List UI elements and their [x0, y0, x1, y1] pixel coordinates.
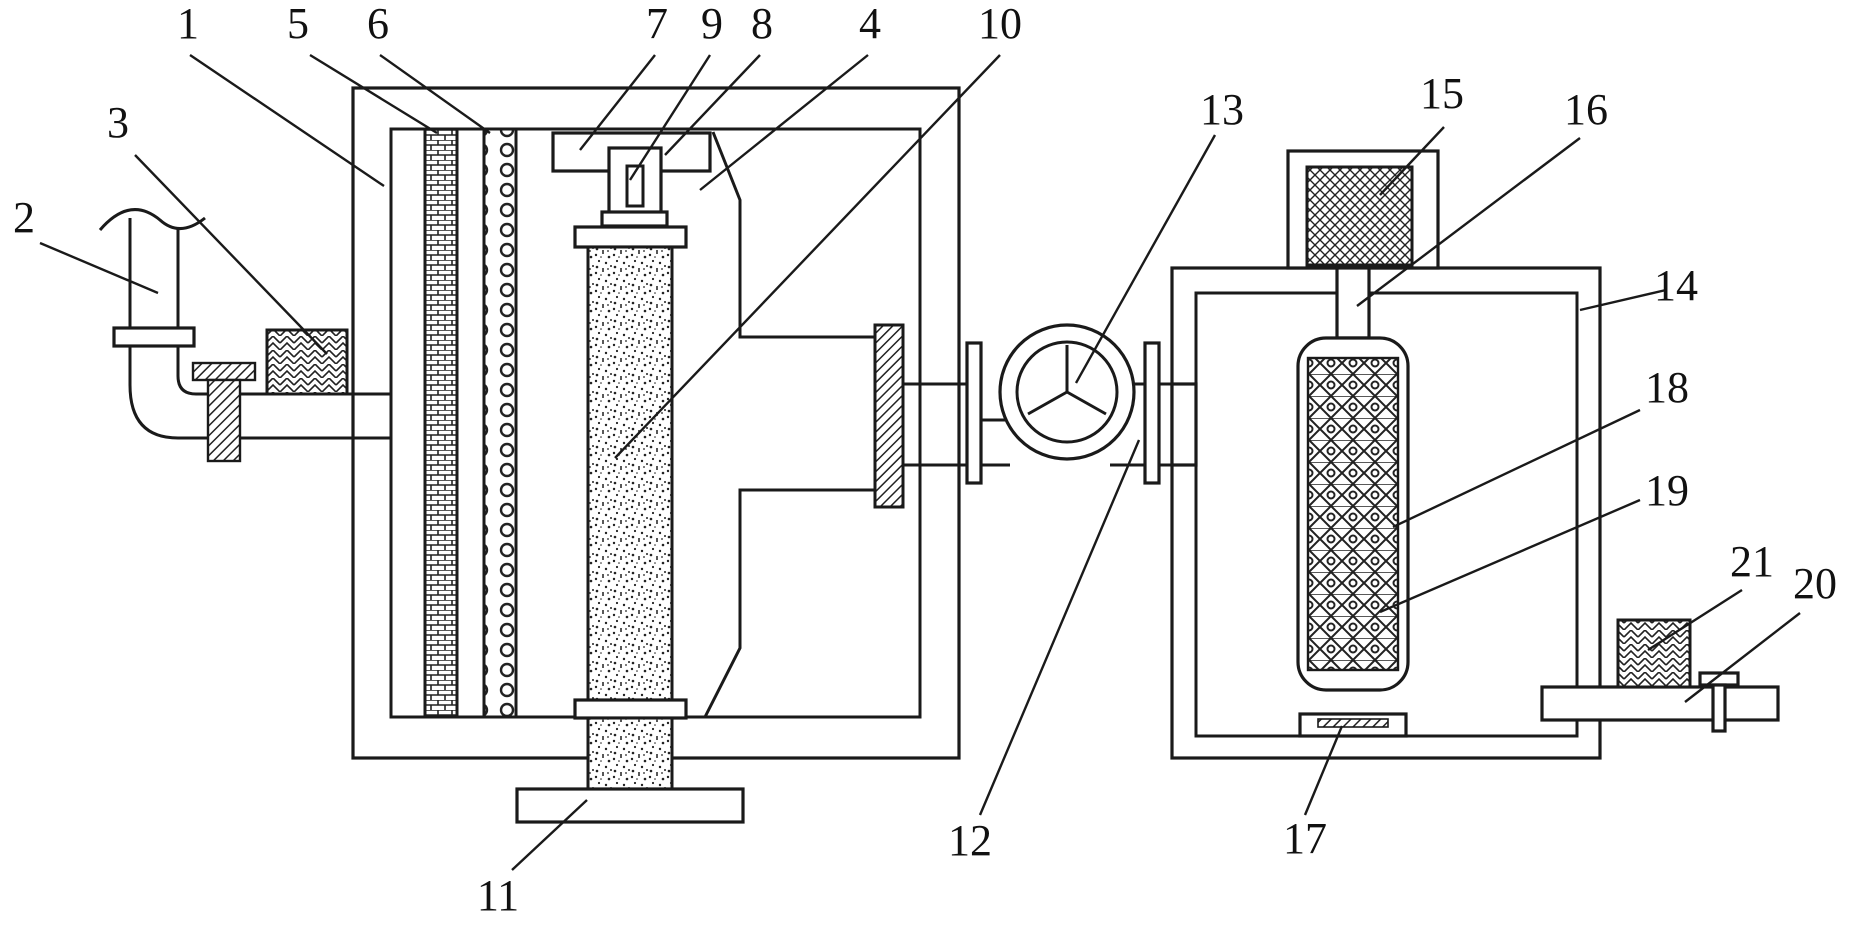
label-15: 15: [1420, 69, 1464, 118]
label-13: 13: [1200, 85, 1244, 134]
filter-layer-5: [423, 127, 459, 719]
sensor-3: [265, 328, 349, 396]
filter-column-10: [586, 245, 674, 719]
inlet-pipe-2: [98, 208, 391, 440]
mixer-mesh-19: [1306, 356, 1400, 672]
label-19: 19: [1645, 466, 1689, 515]
label-9: 9: [701, 0, 723, 48]
label-7: 7: [646, 0, 668, 48]
outlet-pipe-20: [1540, 685, 1780, 722]
shaft-16: [1335, 266, 1371, 340]
label-17: 17: [1283, 814, 1327, 863]
pump-13: [998, 323, 1136, 461]
column-flange: [573, 698, 688, 720]
label-10: 10: [978, 0, 1022, 48]
label-16: 16: [1564, 85, 1608, 134]
outlet-valve: [1698, 671, 1740, 733]
label-1: 1: [177, 0, 199, 48]
label-21: 21: [1730, 537, 1774, 586]
partition-4: [703, 131, 878, 718]
label-4: 4: [859, 0, 881, 48]
shaft-coupling-8-9: [573, 146, 688, 249]
label-20: 20: [1793, 559, 1837, 608]
label-14: 14: [1654, 261, 1698, 310]
label-2: 2: [13, 193, 35, 242]
outlet-flange-plate: [873, 323, 905, 509]
label-11: 11: [477, 871, 519, 920]
motor-15: [1305, 165, 1414, 267]
filter-layer-6: [482, 127, 518, 719]
label-5: 5: [287, 0, 309, 48]
connecting-pipe-12: [903, 341, 1172, 485]
inlet-valve: [191, 361, 257, 463]
label-8: 8: [751, 0, 773, 48]
label-18: 18: [1645, 363, 1689, 412]
callout-labels: 1 2 3 4 5 6 7 8 9 10 11 12 13 14 15 16 1…: [13, 0, 1837, 920]
label-3: 3: [107, 98, 129, 147]
base-plate-11: [515, 787, 745, 824]
mixer-base-plate: [1317, 718, 1389, 728]
leader-lines: [39, 53, 1801, 871]
label-6: 6: [367, 0, 389, 48]
label-12: 12: [948, 816, 992, 865]
